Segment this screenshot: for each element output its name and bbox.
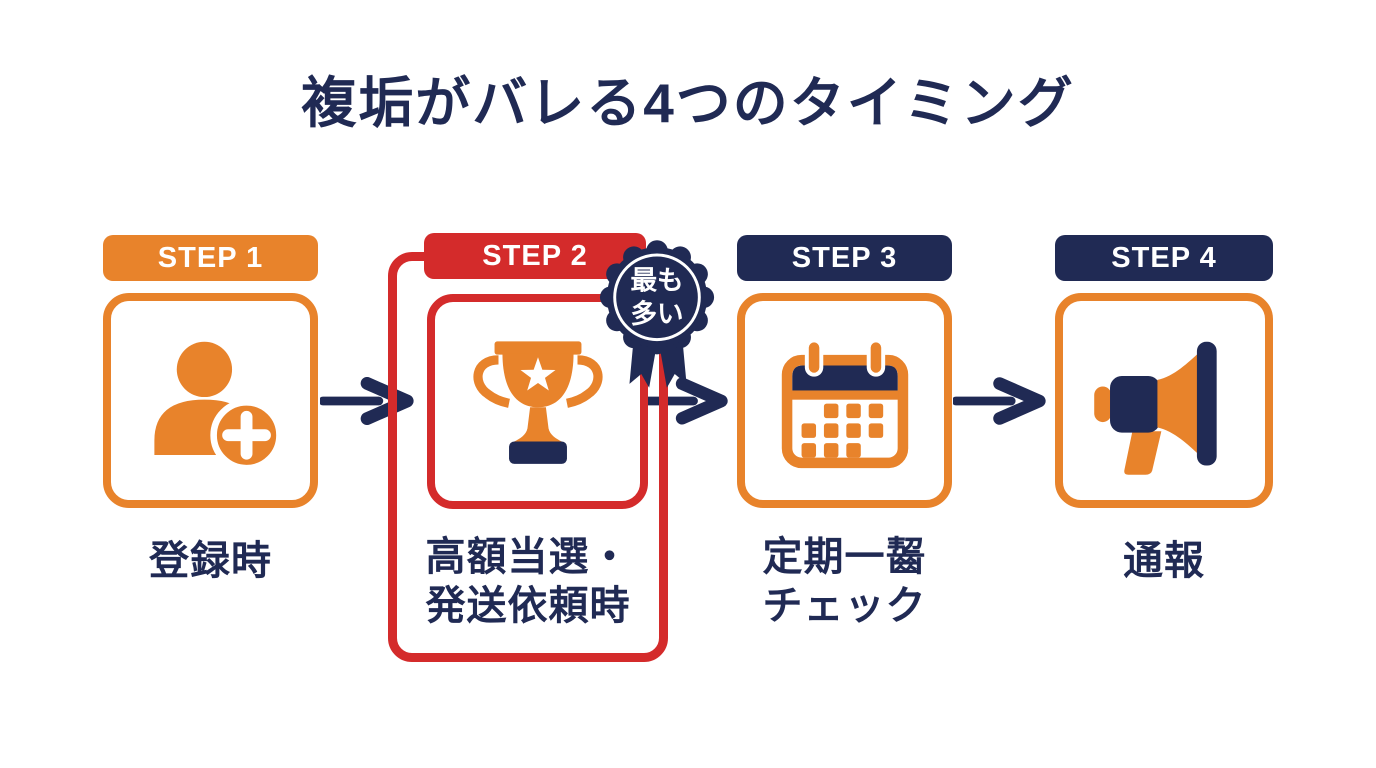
arrow-step1-step2 — [320, 377, 414, 425]
calendar-icon — [781, 337, 908, 468]
trophy-icon — [472, 340, 603, 464]
step4-label-line1: 通報 — [1123, 539, 1205, 583]
page-title: 複垢がバレる4つのタイミング — [301, 72, 1075, 134]
arrow-step3-step4 — [953, 377, 1046, 425]
badge-text-line2: 多い — [630, 299, 683, 329]
step2-label-line2: 発送依頼時 — [425, 583, 631, 628]
step2-header-label: STEP 2 — [482, 239, 588, 272]
step1-header: STEP 1 — [103, 235, 318, 281]
step3-icon-box — [737, 293, 952, 508]
step1-icon-box — [103, 293, 318, 508]
step3-label-line1: 定期一齧 — [762, 535, 927, 579]
step3-header-label: STEP 3 — [791, 241, 898, 274]
step2-label: 高額当選・ 発送依頼時 — [398, 533, 658, 631]
step2-label-line1: 高額当選・ — [425, 535, 631, 579]
step3-label-line2: チェック — [762, 583, 927, 628]
step1-label-line1: 登録時 — [149, 539, 272, 583]
step2-icon-box — [427, 294, 648, 509]
step3-header: STEP 3 — [737, 235, 952, 281]
badge-text-line1: 最も — [630, 265, 683, 295]
step3-label: 定期一齧 チェック — [727, 533, 962, 631]
most-common-badge: 最も 多い — [599, 240, 715, 388]
megaphone-icon — [1094, 341, 1217, 475]
step4-icon-box — [1055, 293, 1273, 508]
step4-label: 通報 — [1055, 537, 1273, 586]
step1-header-label: STEP 1 — [157, 241, 264, 274]
step2-header: STEP 2 — [424, 233, 646, 279]
person-add-icon — [153, 341, 283, 471]
step1-label: 登録時 — [103, 537, 318, 586]
step4-header-label: STEP 4 — [1111, 241, 1217, 274]
step4-header: STEP 4 — [1055, 235, 1273, 281]
